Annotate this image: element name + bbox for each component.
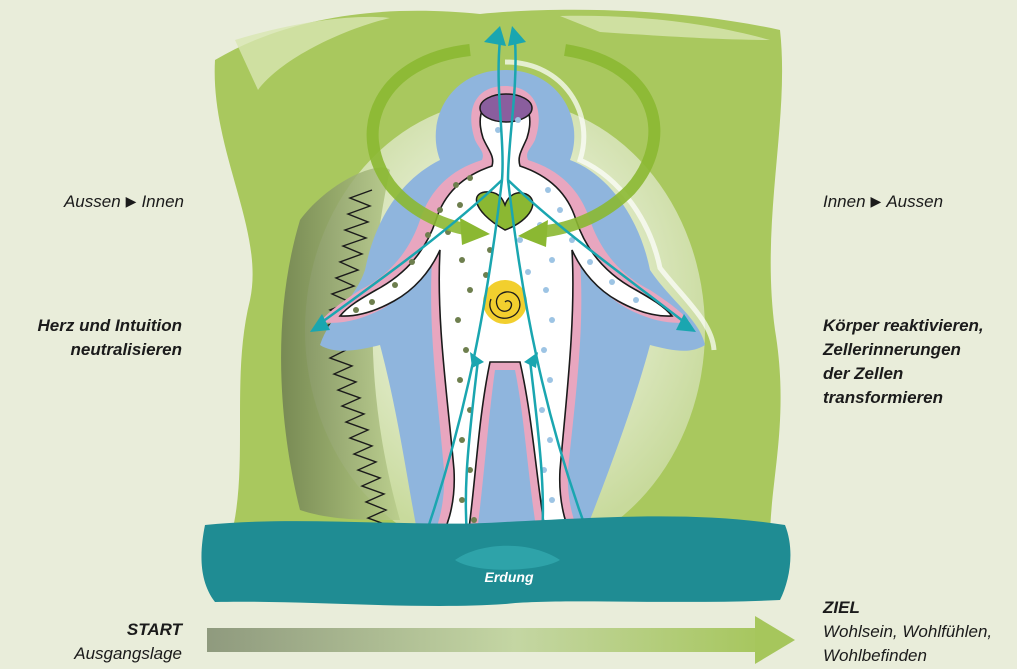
- left-heading-line: Herz und Intuition: [0, 314, 182, 338]
- right-heading-line: der Zellen: [823, 362, 1017, 386]
- crown-chakra: [480, 94, 532, 122]
- right-heading-line: Körper reaktivieren,: [823, 314, 1017, 338]
- right-triangle-arrow-icon: ▶: [871, 193, 882, 209]
- from-label: Innen: [823, 192, 866, 211]
- right-heading: Körper reaktivieren, Zellerinnerungen de…: [823, 314, 1017, 410]
- grounding-label: Erdung: [464, 569, 554, 585]
- right-heading-line: Zellerinnerungen: [823, 338, 1017, 362]
- inside-to-outside-label: Innen ▶Aussen: [823, 190, 1013, 214]
- right-heading-line: transformieren: [823, 386, 1017, 410]
- progress-bar: [207, 628, 767, 652]
- outside-to-inside-label: Aussen ▶Innen: [34, 190, 184, 214]
- left-heading-line: neutralisieren: [0, 338, 182, 362]
- start-subtitle: Ausgangslage: [20, 642, 182, 666]
- start-block: START Ausgangslage: [20, 618, 182, 666]
- left-heading: Herz und Intuition neutralisieren: [0, 314, 182, 362]
- goal-line: Wohlbefinden: [823, 644, 1017, 668]
- goal-line: Wohlsein, Wohlfühlen,: [823, 620, 1017, 644]
- goal-block: ZIEL Wohlsein, Wohlfühlen, Wohlbefinden: [823, 596, 1017, 668]
- from-label: Aussen: [64, 192, 121, 211]
- to-label: Innen: [141, 192, 184, 211]
- progress-arrowhead: [755, 616, 795, 664]
- right-triangle-arrow-icon: ▶: [126, 193, 137, 209]
- to-label: Aussen: [886, 192, 943, 211]
- goal-title: ZIEL: [823, 596, 1017, 620]
- start-title: START: [20, 618, 182, 642]
